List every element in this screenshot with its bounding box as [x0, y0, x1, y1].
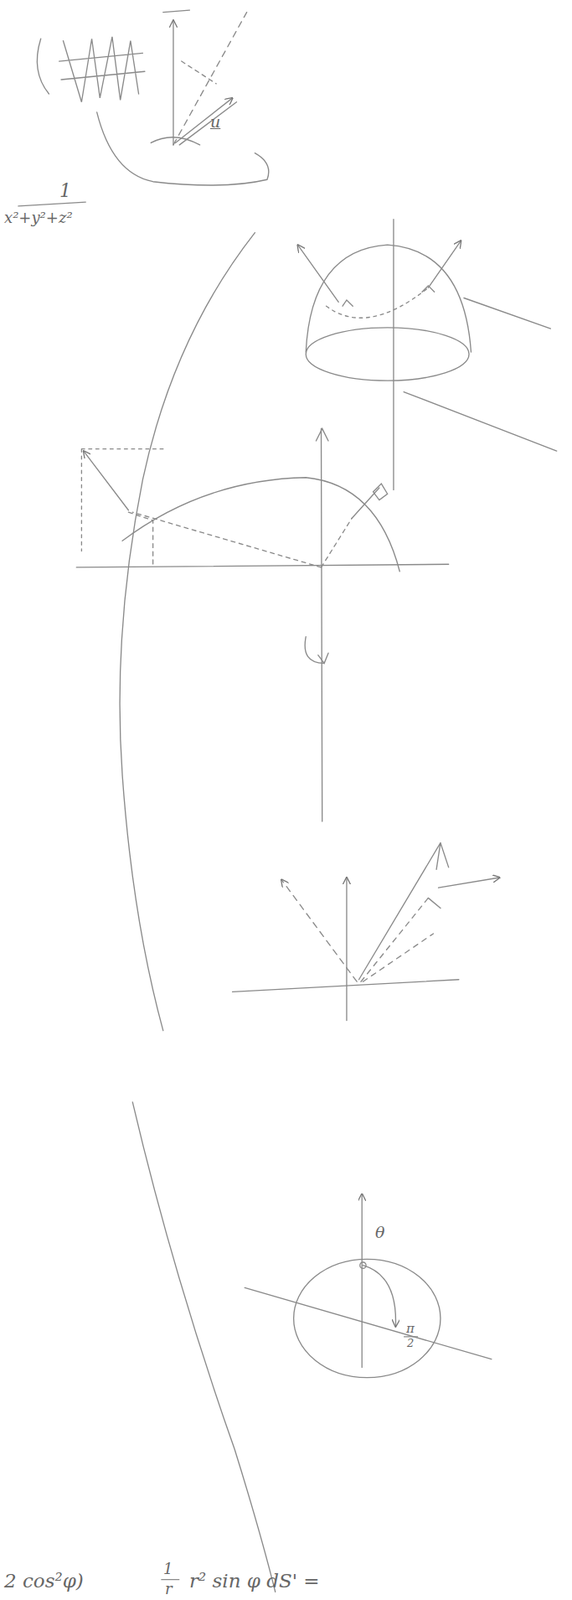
fraction-denominator: x²+y²+z²: [4, 210, 73, 226]
fraction-numerator: 1: [59, 181, 72, 201]
vector-label: u: [210, 113, 221, 130]
formula-text: 2 cos²φ): [4, 1570, 84, 1590]
angle-label: θ: [375, 1223, 385, 1240]
angle-value: π: [406, 1321, 415, 1335]
formula-fraction: 1: [163, 1560, 173, 1576]
formula-text: r² sin φ dS' =: [189, 1570, 320, 1590]
formula-fraction: r: [164, 1580, 173, 1596]
angle-value: 2: [407, 1336, 414, 1348]
